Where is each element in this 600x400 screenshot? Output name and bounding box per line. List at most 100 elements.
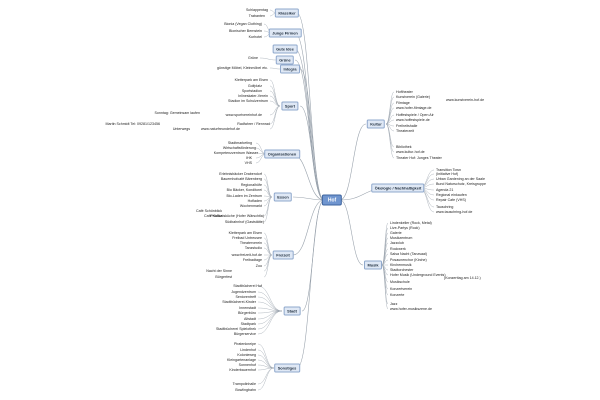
leaf-sport-1: Kletterpark am Eisen xyxy=(234,78,268,82)
leaf-kultur-1: Hoftheater xyxy=(396,90,413,94)
leaf-kultur-10: Bibliothek xyxy=(396,145,412,149)
leaf-musik-12: Musikschule xyxy=(390,280,410,284)
leaf-essen-4: Bio Bäcker, Konditorei xyxy=(226,188,262,192)
leaf-sport-6: Sonntag: Gemeinsam laufen xyxy=(154,111,200,115)
leaf-stadt-4: Stadtbücherei-Kinder xyxy=(222,300,256,304)
leaf-kultur-2: Kunstverein (Galerie) xyxy=(396,95,430,99)
leaf-essen-1: Erlebnisbäcker Drabendorf xyxy=(219,172,262,176)
leaf-kultur-4: Filmtage xyxy=(396,101,410,105)
leaf-kultur-7: www.hoffestspiele.de xyxy=(396,118,430,122)
leaf-stadt-3: Seniorentreff xyxy=(235,295,256,299)
leaf-sport-11: Unterwegs xyxy=(172,127,190,131)
leaf-oekologie-3: Urban Gardening an der Saale xyxy=(436,177,485,181)
leaf-freizeit-8: Nacht der Sinne xyxy=(206,269,232,273)
topic-freizeit[interactable]: Freizeit xyxy=(272,250,294,260)
leaf-gruene-1: Grüne xyxy=(248,56,258,60)
topic-essen[interactable]: Essen xyxy=(273,192,293,202)
leaf-musik-3: Galerie xyxy=(390,231,402,235)
leaf-junge-firmen-1: Bionia (Vegan Clothing) xyxy=(224,22,262,26)
leaf-sonstiges-2: Lindenhof xyxy=(240,348,256,352)
topic-oekologie[interactable]: Ökologie / Nachhaltigkeit xyxy=(371,183,425,193)
leaf-musik-14: Konzertverein xyxy=(390,287,413,291)
leaf-sonstiges-8: Bowlingbahn xyxy=(235,388,256,392)
leaf-sport-10: www.naturfreundehof.de xyxy=(201,127,240,131)
topic-gute-idee[interactable]: Gute Idee xyxy=(272,44,298,54)
topic-musik[interactable]: Musik xyxy=(363,260,383,270)
leaf-kultur-8: Freiheitshalle xyxy=(396,124,418,128)
leaf-stadt-7: Altstadt xyxy=(244,317,256,321)
leaf-sport-8: Radfahrer / Rennrad xyxy=(237,122,270,126)
leaf-kultur-12: Theater Hof: Junges Theater xyxy=(396,156,442,160)
leaf-sport-3: Sportstadion xyxy=(241,89,262,93)
leaf-freizeit-3: Theaterverein xyxy=(239,241,262,245)
leaf-essen-5: Bio-Laden im Zentrum xyxy=(226,194,262,198)
leaf-kultur-9: Theaterzeit xyxy=(396,129,414,133)
topic-junge-firmen[interactable]: Junge Firmen xyxy=(268,28,302,38)
leaf-sport-2: Golfplatz xyxy=(247,84,262,88)
leaf-essen-3: Regionalhöfe xyxy=(240,183,262,187)
leaf-musik-7: Salsa Nacht (Tanzsaal) xyxy=(390,252,427,256)
leaf-essen-9: Café Kultur xyxy=(204,214,222,218)
leaf-musik-8: Posaunenchor (Kirche) xyxy=(390,258,427,262)
leaf-stadt-6: Bürgerbüro xyxy=(238,311,256,315)
topic-klassiker[interactable]: Klassiker xyxy=(274,8,300,18)
leaf-musik-11: Hofer Musik (Underground Events) xyxy=(390,273,446,277)
leaf-essen-10: Prädikatsküche (Hofer Wärschtla) xyxy=(210,214,264,218)
leaf-sonstiges-4: Kleingartenanlage xyxy=(227,358,256,362)
leaf-organisationen-5: VHS xyxy=(244,161,252,165)
topic-stadt[interactable]: Stadt xyxy=(283,306,301,316)
center-node-hof[interactable]: Hof xyxy=(321,194,343,206)
topic-kultur[interactable]: Kultur xyxy=(366,119,386,129)
leaf-oekologie-8: Tauschring xyxy=(436,205,454,209)
leaf-musik-16: Jazz xyxy=(390,302,398,306)
leaf-oekologie-7: Repair Cafe (VHS) xyxy=(436,198,466,202)
leaf-essen-7: Wochenmarkt xyxy=(239,204,262,208)
leaf-sport-7: www.sportvereinhof.de xyxy=(225,113,262,117)
leaf-essen-8: Café Schönblick xyxy=(196,209,222,213)
leaf-organisationen-2: Wirtschaftsförderung xyxy=(222,146,256,150)
leaf-musik-4: Musikzentrum xyxy=(390,236,413,240)
leaf-essen-11: Südbahnhof (Gaststätte) xyxy=(224,220,264,224)
leaf-junge-firmen-3: Kurhotel xyxy=(248,35,262,39)
leaf-sport-9: Martin Schmidt Tel: 09281/123456 xyxy=(105,122,160,126)
leaf-musik-5: Jazzclub xyxy=(390,241,404,245)
leaf-musik-1: Lindenkeller (Rock, Metal) xyxy=(390,221,432,225)
topic-gruene[interactable]: Grüne xyxy=(275,55,295,65)
leaf-essen-6: Hofladen xyxy=(247,199,262,203)
topic-sport[interactable]: Sport xyxy=(281,101,299,111)
leaf-organisationen-3: Kompetenzzentrum Wasser xyxy=(213,151,258,155)
leaf-stadt-1: Stadtbücherei Hof xyxy=(233,284,262,288)
leaf-stadt-10: Bürgerservice xyxy=(233,332,256,336)
leaf-sport-5: Stadion im Schulzentrum xyxy=(228,99,268,103)
leaf-oekologie-4: Bund Naturschutz, Kreisgruppe xyxy=(436,182,486,186)
leaf-junge-firmen-2: Bionischer Bernstein xyxy=(229,29,262,33)
leaf-organisationen-1: Stadtmarketing xyxy=(227,141,252,145)
leaf-freizeit-4: Tanzstudio xyxy=(244,246,262,250)
leaf-freizeit-7: Zoo xyxy=(255,264,262,268)
leaf-kultur-5: www.hofer-filmtage.de xyxy=(396,106,432,110)
leaf-stadt-8: Stadtpark xyxy=(240,322,256,326)
leaf-sonstiges-7: Trampolinhalle xyxy=(232,382,256,386)
leaf-integra-1: günstige Möbel, Kleinmöbel etc. xyxy=(217,66,268,70)
leaf-kultur-3: www.kunstverein-hof.de xyxy=(446,98,485,102)
leaf-klassiker-1: Schlappentag xyxy=(246,8,268,12)
leaf-freizeit-5: www.freizeit-hof.de xyxy=(231,253,262,257)
leaf-oekologie-2: (Initiative Hof) xyxy=(436,172,459,176)
topic-organisationen[interactable]: Organisationen xyxy=(264,149,300,159)
leaf-organisationen-4: IHK xyxy=(246,156,252,160)
leaf-kultur-11: www.kultur-hof.de xyxy=(396,150,425,154)
leaf-musik-15: Konzerte xyxy=(390,293,405,297)
leaf-sonstiges-6: Kinderbauernhof xyxy=(229,368,256,372)
topic-sonstiges[interactable]: Sonstiges xyxy=(274,363,300,373)
leaf-sonstiges-3: Kolonieweg xyxy=(237,353,256,357)
leaf-sport-4: Inlineskater-Verein xyxy=(238,94,268,98)
leaf-stadt-9: Stadtbücherei Spielothek xyxy=(216,327,256,331)
leaf-sonstiges-5: Sonnenhof xyxy=(238,363,256,367)
leaf-musik-13: (Konzerttag am 14.12.) xyxy=(444,276,481,280)
leaf-musik-9: Kirchenmusik xyxy=(390,263,412,267)
topic-integra[interactable]: Integra xyxy=(280,64,300,74)
leaf-musik-17: www.hofer-musikszene.de xyxy=(390,307,432,311)
leaf-essen-2: Bauernhofcafé Bärenberg xyxy=(220,177,262,181)
